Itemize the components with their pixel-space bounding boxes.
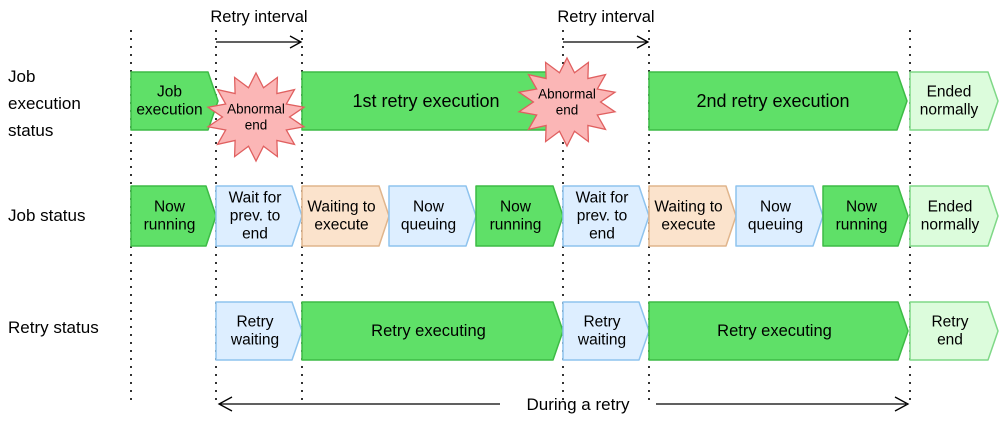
job-status-label-line: Now (413, 198, 445, 215)
job-status-label-line: running (836, 217, 888, 234)
job-execution-label: Ended normally (920, 83, 979, 118)
job-status-shape (648, 185, 737, 247)
retry-status-label-line: waiting (230, 332, 279, 349)
job-status-shape (301, 185, 390, 247)
retry-status-label: Retry end (931, 313, 968, 348)
abnormal-end-burst (206, 71, 306, 163)
job-status-label-line: Wait for (229, 189, 282, 206)
job-status-label-line: Wait for (576, 189, 629, 206)
retry-status-label-line: waiting (577, 332, 626, 349)
job-execution-label-line: execution (136, 102, 202, 119)
abnormal-end-label-line: end (245, 117, 268, 132)
retry-status-shape (909, 301, 999, 361)
retry-status-label: Retry executing (717, 322, 832, 340)
job-status-label-line: Now (846, 198, 878, 215)
job-status-label-line: Now (154, 198, 186, 215)
job-status-label-line: normally (921, 217, 980, 234)
row-label-job-status: Job status (8, 206, 86, 225)
job-status-shape (388, 185, 477, 247)
retry-status-label: Retry executing (371, 322, 486, 340)
retry-status-shape (301, 301, 564, 361)
job-status-label-line: Waiting to (654, 198, 722, 215)
job-execution-shape (909, 71, 999, 131)
retry-interval-arrowhead (289, 35, 303, 49)
job-status-shape (215, 185, 303, 247)
job-status-label-line: prev. to (577, 208, 628, 225)
retry-status-label: Retry waiting (230, 313, 279, 348)
job-status-label: Now running (836, 198, 888, 233)
job-status-shape (130, 185, 217, 247)
row-label-retry-status: Retry status (8, 318, 99, 337)
retry-interval-label: Retry interval (210, 8, 307, 26)
job-execution-label: Job execution (136, 83, 202, 118)
during-retry-arrowhead-left (217, 396, 233, 412)
job-status-shape (562, 185, 650, 247)
job-status-label: Ended normally (921, 198, 980, 233)
job-status-label-line: execute (661, 217, 715, 234)
abnormal-end-burst (517, 56, 617, 148)
row-label-job-execution-status: Job execution status (8, 67, 81, 140)
retry-interval-label: Retry interval (557, 8, 654, 26)
retry-status-shape (648, 301, 909, 361)
job-execution-label-line: 1st retry execution (352, 91, 499, 111)
row-label-line: execution (8, 94, 81, 113)
job-status-label-line: Waiting to (307, 198, 375, 215)
job-status-label-line: queuing (401, 217, 456, 234)
during-retry-label: During a retry (527, 395, 630, 414)
job-status-label-line: running (144, 217, 196, 234)
job-status-label-line: Ended (928, 198, 973, 215)
job-status-label: Now queuing (401, 198, 456, 233)
job-execution-label: 2nd retry execution (696, 91, 849, 111)
job-status-label-line: Now (760, 198, 792, 215)
abnormal-end-label-line: end (556, 102, 579, 117)
job-execution-label-line: Job (157, 83, 182, 100)
retry-status-label-line: Retry (583, 313, 620, 330)
retry-status-label-line: Retry (931, 313, 968, 330)
retry-status-label-line: Retry executing (371, 322, 486, 340)
retry-status-shape (562, 301, 650, 361)
retry-status-shape (215, 301, 303, 361)
job-status-shape (822, 185, 909, 247)
job-status-label: Waiting to execute (307, 198, 375, 233)
retry-interval-arrowhead (636, 35, 650, 49)
job-status-shape (909, 185, 999, 247)
job-status-label-line: end (589, 226, 615, 243)
job-status-label-line: running (490, 217, 542, 234)
job-status-label: Now queuing (748, 198, 803, 233)
job-execution-label-line: Ended (927, 83, 972, 100)
job-status-label: Now running (144, 198, 196, 233)
job-execution-shape (130, 71, 219, 131)
job-status-label: Now running (490, 198, 542, 233)
job-status-label: Waiting to execute (654, 198, 722, 233)
job-status-shape (475, 185, 564, 247)
row-label-line: status (8, 121, 53, 140)
job-execution-label-line: 2nd retry execution (696, 91, 849, 111)
job-status-label-line: Now (500, 198, 532, 215)
retry-status-label-line: end (937, 332, 963, 349)
abnormal-end-label-line: Abnormal (227, 102, 285, 117)
job-status-label-line: prev. to (230, 208, 281, 225)
row-label-line: Job (8, 67, 35, 86)
retry-status-label-line: Retry (236, 313, 273, 330)
job-execution-label-line: normally (920, 102, 979, 119)
job-execution-shape (648, 71, 908, 131)
job-execution-label: 1st retry execution (352, 91, 499, 111)
job-status-label-line: end (242, 226, 268, 243)
during-retry-arrowhead-right (894, 396, 910, 412)
job-status-label-line: queuing (748, 217, 803, 234)
job-status-shape (735, 185, 824, 247)
retry-status-label-line: Retry executing (717, 322, 832, 340)
retry-status-label: Retry waiting (577, 313, 626, 348)
job-status-label-line: execute (314, 217, 368, 234)
abnormal-end-label-line: Abnormal (538, 87, 596, 102)
